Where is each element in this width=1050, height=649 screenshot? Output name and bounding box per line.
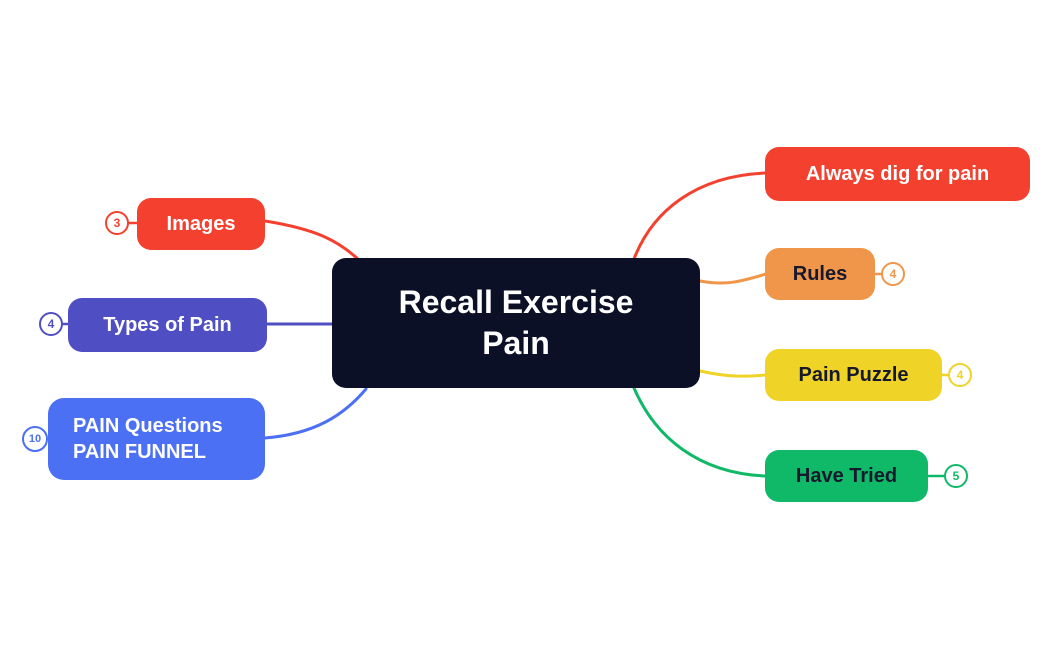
topic-types-of-pain[interactable]: Types of Pain — [68, 298, 267, 352]
child-count-badge-types-of-pain[interactable]: 4 — [39, 312, 63, 336]
topic-images[interactable]: Images — [137, 198, 265, 250]
connector-pain-questions — [263, 387, 368, 440]
central-topic-recall-exercise-pain[interactable]: Recall Exercise Pain — [332, 258, 700, 388]
child-count-badge-pain-puzzle[interactable]: 4 — [948, 363, 972, 387]
connector-pain-puzzle — [698, 369, 768, 378]
central-topic-label-line1: Recall Exercise — [398, 284, 634, 321]
topic-pain-questions-pain-funnel[interactable]: PAIN Questions PAIN FUNNEL — [48, 398, 265, 480]
connector-images — [263, 219, 362, 263]
connector-rules — [698, 272, 768, 285]
connector-always-dig — [632, 171, 767, 261]
central-topic-label-line2: Pain — [482, 325, 550, 361]
child-count-badge-pain-questions[interactable]: 10 — [22, 426, 48, 452]
topic-pain-questions-label-line2: PAIN FUNNEL — [73, 441, 206, 463]
topic-pain-puzzle[interactable]: Pain Puzzle — [765, 349, 942, 401]
child-count-badge-rules[interactable]: 4 — [881, 262, 905, 286]
topic-rules-label: Rules — [792, 263, 848, 285]
topic-have-tried-label: Have Tried — [795, 465, 898, 487]
topic-pain-questions-label-line1: PAIN Questions — [73, 415, 223, 437]
topic-types-of-pain-label: Types of Pain — [103, 314, 232, 336]
topic-images-label: Images — [166, 213, 236, 235]
child-count-badge-images[interactable]: 3 — [105, 211, 129, 235]
topic-rules[interactable]: Rules — [765, 248, 875, 300]
child-count-badge-have-tried[interactable]: 5 — [944, 464, 968, 488]
topic-pain-puzzle-label: Pain Puzzle — [798, 364, 909, 386]
topic-always-dig-for-pain[interactable]: Always dig for pain — [765, 147, 1030, 201]
connector-have-tried — [632, 386, 767, 478]
topic-have-tried[interactable]: Have Tried — [765, 450, 928, 502]
topic-always-dig-label: Always dig for pain — [805, 163, 990, 185]
